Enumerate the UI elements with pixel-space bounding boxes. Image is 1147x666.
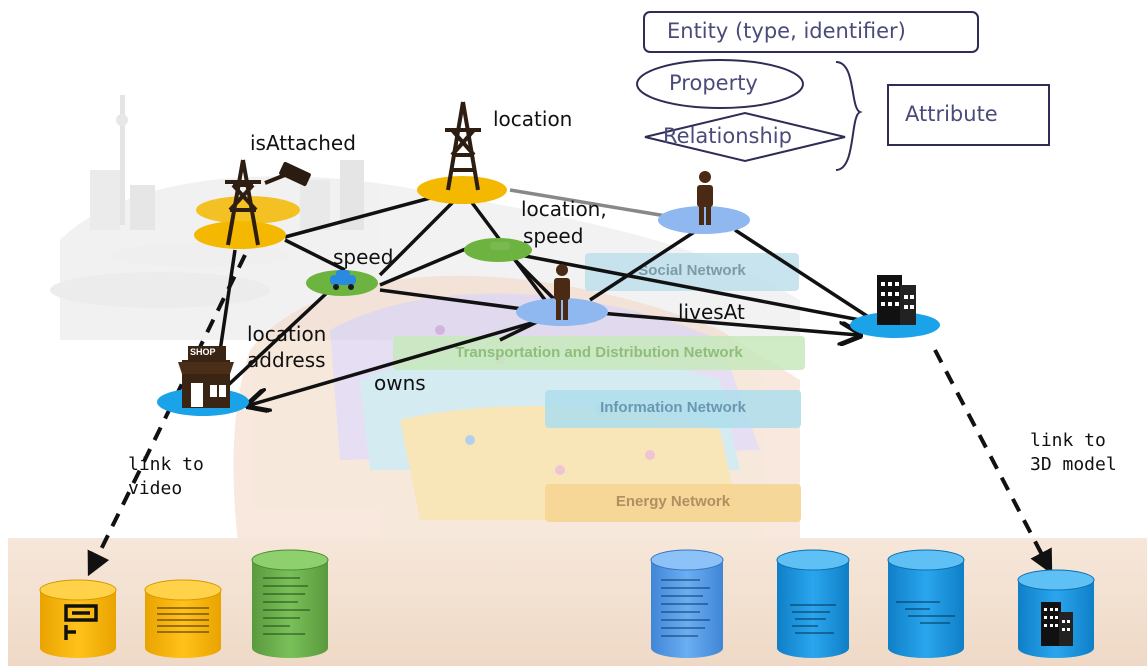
energy-network-band: Energy Network [545, 484, 801, 522]
location-address-label-2: address [247, 348, 326, 372]
owns-label: owns [374, 371, 426, 395]
3d-model-datastore[interactable] [1017, 569, 1095, 658]
entity-legend-label: Entity (type, identifier) [667, 19, 906, 43]
person-node-top[interactable] [658, 171, 750, 234]
green-datastore[interactable] [251, 549, 329, 658]
blue-datastore-1[interactable] [776, 549, 850, 658]
shop-node[interactable] [157, 346, 249, 416]
tower-node-top[interactable] [417, 101, 507, 204]
person-icon [697, 171, 713, 225]
camera-icon [264, 161, 311, 187]
data-stores [39, 549, 1095, 658]
building-node[interactable] [850, 275, 940, 338]
is-attached-label: isAttached [250, 131, 356, 155]
person-node-center[interactable] [516, 264, 608, 326]
vehicle-node[interactable] [464, 238, 532, 262]
link-to-3d-model-label-2: 3D model [1030, 454, 1117, 475]
tower-node-left[interactable] [194, 159, 300, 249]
orange-text-datastore[interactable] [144, 579, 222, 658]
blue-datastore-2[interactable] [887, 549, 965, 658]
location-speed-label-2: speed [523, 224, 584, 248]
location-label: location [493, 107, 573, 131]
security-camera-icon [64, 604, 98, 640]
legend [636, 11, 1050, 171]
transportation-network-band: Transportation and Distribution Network [393, 336, 805, 370]
shop-icon [178, 346, 234, 408]
link-to-3d-model-label-1: link to [1030, 430, 1106, 451]
power-tower-icon [445, 101, 481, 191]
person-icon [554, 264, 570, 320]
information-network-band: Information Network [545, 390, 801, 428]
entity-legend-box [643, 11, 979, 53]
car-node[interactable] [306, 270, 378, 296]
attribute-legend-box [887, 84, 1050, 146]
video-datastore[interactable] [39, 579, 117, 658]
relationship-legend-diamond [644, 111, 846, 163]
link-to-video-label-2: video [128, 478, 183, 499]
speed-label: speed [333, 245, 394, 269]
relationship-legend-label: Relationship [663, 124, 792, 148]
attribute-legend-label: Attribute [905, 102, 998, 126]
link-to-video-label-1: link to [128, 454, 204, 475]
location-speed-label-1: location, [521, 197, 607, 221]
attribute-brace [835, 61, 863, 171]
car-icon [330, 270, 356, 290]
dashed-links [87, 254, 1053, 577]
building-icon [877, 275, 916, 325]
social-network-band: Social Network [585, 253, 799, 291]
property-legend-ellipse [636, 59, 804, 109]
lives-at-label: livesAt [678, 300, 745, 324]
building-icon [1041, 602, 1073, 646]
light-blue-datastore[interactable] [650, 549, 724, 658]
location-address-label-1: location [247, 322, 327, 346]
shop-sign-label: SHOP [190, 347, 216, 357]
property-legend-label: Property [669, 71, 758, 95]
power-tower-icon [225, 159, 261, 246]
